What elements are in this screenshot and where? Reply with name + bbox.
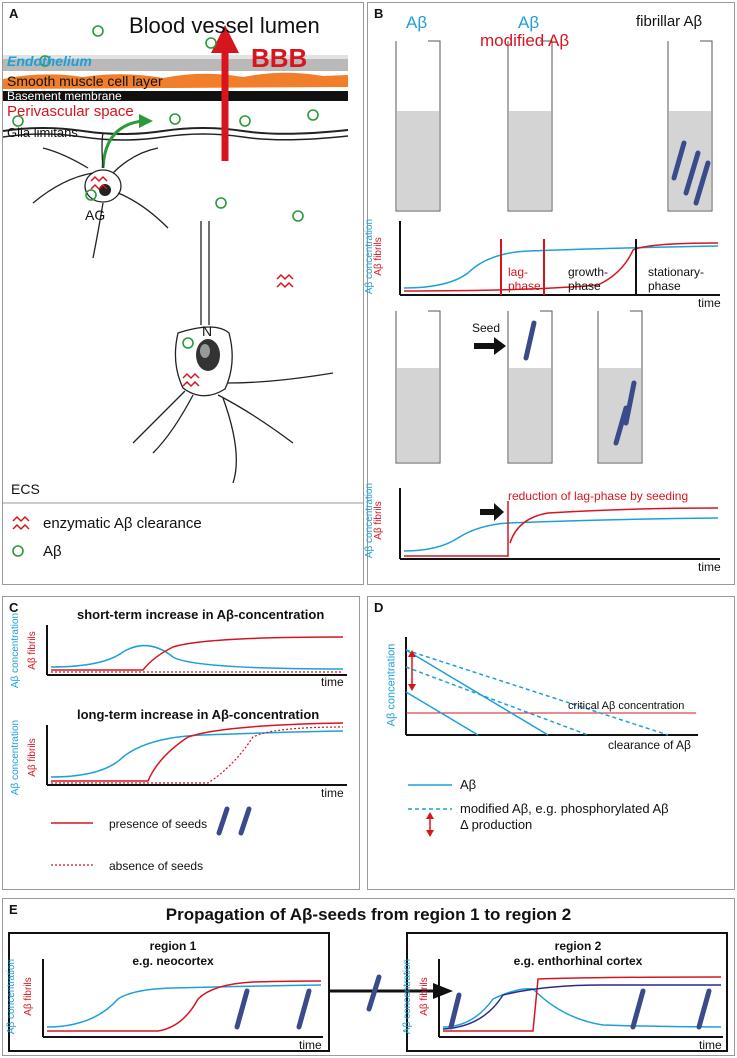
r1-line1: region 1 [149, 939, 197, 953]
col2b-label: modified Aβ [480, 31, 570, 50]
seed-label: Seed [472, 321, 501, 335]
c-ylabel-1-red: Aβ fibrils [26, 631, 38, 670]
bbb-label: BBB [251, 43, 308, 73]
graph-seeding [399, 488, 720, 560]
legend-ab: Aβ [43, 543, 62, 560]
n-label: N [202, 323, 213, 339]
long-title: long-term increase in Aβ-concentration [77, 707, 320, 722]
perivascular-label: Perivascular space [7, 103, 134, 120]
blood-vessel-title: Blood vessel lumen [129, 13, 320, 38]
astroglia-cell [32, 132, 169, 259]
panel-c-illustration [46, 625, 347, 866]
enzyme-markers [12, 175, 294, 531]
col1-label: Aβ [406, 13, 428, 32]
r2-line1: region 2 [554, 939, 602, 953]
ecs-label: ECS [11, 481, 40, 497]
panel-e-illustration [8, 932, 728, 1052]
panel-d-illustration [405, 637, 698, 837]
tubes-row-1 [395, 40, 713, 212]
c-ylabel-1: Aβ concentration [10, 612, 22, 689]
graph-lag-phase [399, 221, 720, 296]
neuron-cell [132, 221, 334, 484]
lag-line2: phase [508, 279, 541, 293]
bbb-arrow [211, 25, 239, 53]
col3-label: fibrillar Aβ [636, 13, 703, 30]
panel-a-label: A [9, 6, 19, 21]
c-ylabel-2-red: Aβ fibrils [26, 738, 38, 777]
panel-e-label: E [9, 902, 18, 917]
glia-limitans [2, 127, 349, 135]
e-time-1: time [299, 1038, 322, 1052]
e-ylabel-2-red: Aβ fibrils [418, 977, 430, 1016]
panel-b: B [364, 2, 735, 585]
stationary-line2: phase [648, 279, 681, 293]
tubes-row-2 [395, 310, 643, 464]
reduction-label: reduction of lag-phase by seeding [508, 489, 689, 503]
time-label-1: time [698, 296, 721, 310]
growth-line1: growth- [568, 265, 609, 279]
panel-d-label: D [374, 600, 384, 615]
seed-arrow [474, 337, 506, 355]
b-ylabel-1-red: Aβ fibrils [372, 237, 384, 276]
short-title: short-term increase in Aβ-concentration [77, 607, 325, 622]
absence-label: absence of seeds [109, 859, 204, 873]
critical-label: critical Aβ concentration [568, 700, 685, 712]
glia-label: Glia limitans [7, 125, 78, 140]
lag-label: lag-phase [508, 265, 541, 293]
transport-arrow [101, 119, 144, 169]
c-time-2: time [321, 786, 344, 800]
panel-b-illustration [395, 40, 720, 560]
r1-line2: e.g. neocortex [132, 954, 214, 968]
stationary-label: stationary-phase [648, 265, 704, 293]
b-ylabel-2-red: Aβ fibrils [372, 501, 384, 540]
panel-d: D Aβ concentration critical Aβ concentra… [367, 596, 735, 890]
basement-membrane [3, 91, 348, 101]
c-ylabel-2: Aβ concentration [10, 719, 22, 796]
lag-line1: lag- [508, 265, 529, 279]
e-ylabel-1: Aβ concentration [6, 958, 18, 1035]
growth-label: growth-phase [568, 265, 608, 293]
col2-label: Aβ [518, 13, 540, 32]
endothelium-label: Endothelium [7, 53, 92, 69]
c-time-1: time [321, 675, 344, 689]
panel-a-illustration [2, 25, 363, 557]
stationary-line1: stationary- [648, 265, 705, 279]
d-leg1: Aβ [460, 777, 477, 792]
panel-c: C short-term increase in Aβ-concentratio… [2, 596, 360, 890]
e-ylabel-2: Aβ concentration [402, 958, 414, 1035]
time-label-2: time [698, 560, 721, 574]
presence-label: presence of seeds [109, 817, 208, 831]
panel-b-label: B [374, 6, 384, 21]
smooth-muscle-label: Smooth muscle cell layer [7, 73, 163, 89]
e-time-2: time [699, 1038, 722, 1052]
legend-clearance: enzymatic Aβ clearance [43, 515, 202, 532]
e-title: Propagation of Aβ-seeds from region 1 to… [165, 905, 572, 924]
ag-label: AG [85, 207, 106, 223]
panel-a: A [2, 2, 364, 585]
d-leg3: Δ production [460, 817, 533, 832]
d-leg2: modified Aβ, e.g. phosphorylated Aβ [460, 801, 669, 816]
smooth-muscle-layer [3, 72, 348, 89]
propagation-arrow [433, 983, 453, 999]
panel-e: E Propagation of Aβ-seeds from region 1 … [2, 898, 735, 1056]
basement-label: Basement membrane [7, 89, 122, 103]
r2-line2: e.g. enthorhinal cortex [513, 954, 643, 968]
d-ylabel: Aβ concentration [385, 643, 398, 727]
e-ylabel-1-red: Aβ fibrils [22, 977, 34, 1016]
growth-line2: phase [568, 279, 601, 293]
d-xlabel: clearance of Aβ [608, 738, 691, 752]
panel-c-label: C [9, 600, 19, 615]
ab-molecules [12, 25, 319, 557]
